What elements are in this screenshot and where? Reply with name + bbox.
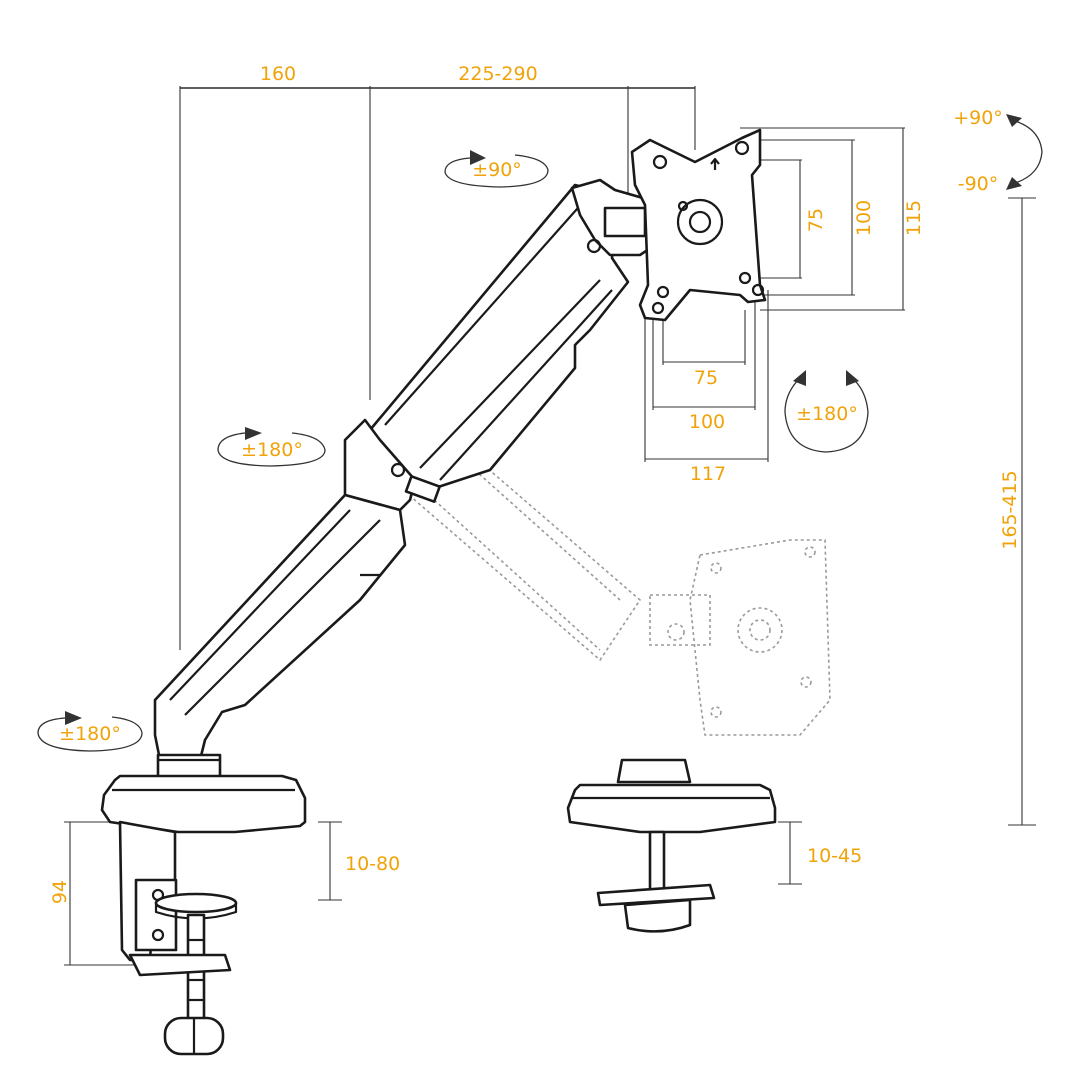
tilt-rotation-indicator <box>444 150 549 188</box>
label-swivel-base: ±180° <box>59 723 121 745</box>
dim-vesa-vertical-large: 100 <box>853 200 875 236</box>
vesa-plate <box>630 128 767 322</box>
dim-vesa-vertical-small: 75 <box>805 208 827 232</box>
base-pole <box>156 753 222 779</box>
dim-arm-reach-lower: 160 <box>260 63 296 85</box>
dim-height-range: 165-415 <box>999 470 1021 549</box>
dim-vesa-horizontal-small: 75 <box>694 367 718 389</box>
label-tilt: ±90° <box>472 159 522 181</box>
dim-plate-width: 117 <box>690 463 726 485</box>
monitor-arm <box>100 128 777 1056</box>
label-swivel-elbow: ±180° <box>241 439 303 461</box>
dim-clamp-height: 94 <box>49 880 71 904</box>
label-pivot-up: +90° <box>953 107 1003 129</box>
grommet-screw <box>648 830 666 894</box>
dim-vesa-horizontal-large: 100 <box>689 411 725 433</box>
base-rotation-indicator <box>37 711 143 752</box>
elbow-rotation-indicator <box>217 427 326 467</box>
plate-rotation-indicator <box>784 370 869 453</box>
dim-clamp-desk-thickness: 10-80 <box>345 853 400 875</box>
dim-arm-reach-upper: 225-290 <box>458 63 537 85</box>
dim-grommet-desk-thickness: 10-45 <box>807 845 862 867</box>
clamp-pressure-pad <box>154 892 238 914</box>
grommet-pole <box>616 758 692 784</box>
grommet-top-plate <box>566 783 777 834</box>
dim-plate-height: 115 <box>903 200 925 236</box>
lower-arm <box>153 493 407 762</box>
label-plate-rotation: ±180° <box>796 403 858 425</box>
rotation-indicators <box>37 114 1043 752</box>
grommet-bottom-plate <box>596 883 716 907</box>
dimension-labels: 160 225-290 75 100 115 75 100 117 165-41… <box>49 63 1021 904</box>
label-pivot-down: -90° <box>958 173 999 195</box>
pivot-rotation-indicator <box>1006 114 1043 190</box>
grommet-knob <box>623 898 692 933</box>
